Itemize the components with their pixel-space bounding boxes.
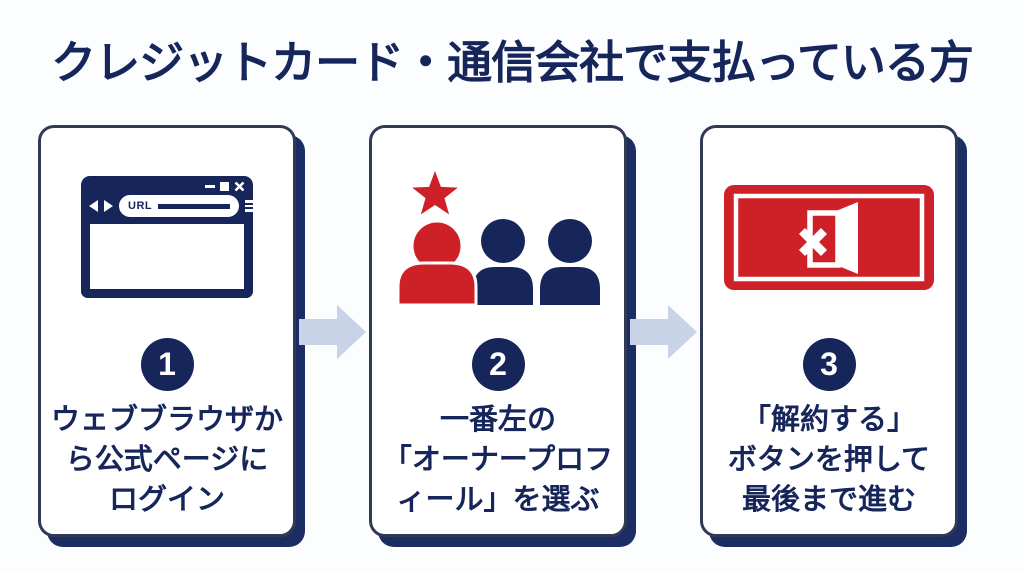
minimize-icon bbox=[205, 184, 215, 188]
step-card-2: 2 一番左の 「オーナープロフ ィール」を選ぶ bbox=[369, 125, 627, 537]
cancel-button-exit-door-icon bbox=[724, 184, 934, 290]
right-arrow-icon bbox=[629, 305, 697, 359]
page-title: クレジットカード・通信会社で支払っている方 bbox=[51, 37, 974, 88]
close-icon bbox=[234, 181, 245, 191]
step-number-badge: 2 bbox=[471, 338, 525, 391]
forward-arrow-icon bbox=[104, 200, 113, 212]
flow-arrow-2 bbox=[627, 125, 700, 361]
browser-window-icon: URL bbox=[81, 176, 259, 298]
steps-flow: URL 1 ウェブブラウザか ら公式ページに ログイン bbox=[38, 125, 958, 537]
browser-content-area bbox=[81, 224, 253, 298]
step1-art: URL bbox=[81, 162, 259, 312]
url-label: URL bbox=[128, 200, 153, 212]
maximize-icon bbox=[220, 181, 229, 191]
step2-caption: 一番左の 「オーナープロフ ィール」を選ぶ bbox=[382, 404, 614, 516]
flow-arrow-1 bbox=[296, 125, 369, 361]
owner-profile-people-icon bbox=[396, 171, 600, 305]
step3-art bbox=[724, 162, 934, 312]
star-icon bbox=[412, 171, 458, 215]
url-placeholder-line bbox=[158, 203, 231, 209]
step3-caption: 「解約する」 ボタンを押して 最後まで進む bbox=[727, 404, 931, 516]
hamburger-menu-icon bbox=[245, 200, 259, 212]
back-arrow-icon bbox=[89, 200, 98, 212]
right-arrow-icon bbox=[298, 305, 366, 359]
step2-art bbox=[396, 162, 600, 312]
url-bar: URL bbox=[119, 195, 240, 217]
step-card-1: URL 1 ウェブブラウザか ら公式ページに ログイン bbox=[38, 125, 296, 537]
step1-caption: ウェブブラウザか ら公式ページに ログイン bbox=[50, 404, 283, 516]
step-number-badge: 1 bbox=[140, 338, 194, 391]
step-number-badge: 3 bbox=[802, 338, 856, 391]
step-card-3: 3 「解約する」 ボタンを押して 最後まで進む bbox=[700, 125, 958, 537]
